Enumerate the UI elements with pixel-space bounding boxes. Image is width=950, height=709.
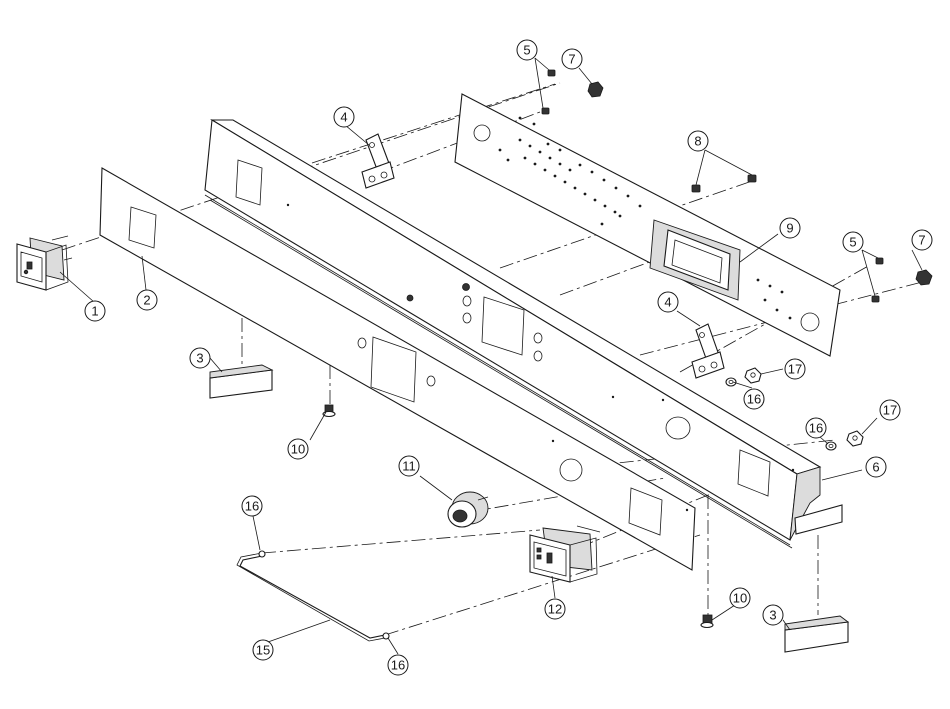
circuit-board: [454, 93, 841, 357]
screw-5-top-a: [547, 69, 556, 77]
front-bracket: [204, 119, 843, 549]
washer-16-right: [825, 441, 837, 451]
callout-15: 15: [252, 639, 274, 661]
washer-16-mid: [725, 377, 737, 387]
callout-6: 6: [865, 456, 887, 478]
callout-2-label: 2: [143, 293, 150, 308]
screw-5-top-b: [541, 107, 550, 115]
wire-rod: [236, 550, 390, 642]
callout-10-left: 10: [287, 438, 309, 460]
nut-17-right: [846, 430, 864, 447]
push-button: [447, 491, 489, 528]
callout-16-mid-label: 16: [747, 392, 761, 407]
callout-6-label: 6: [872, 460, 879, 475]
callout-5-right-label: 5: [849, 235, 856, 250]
nut-7-top: [587, 81, 604, 98]
leader-lines: [59, 57, 923, 655]
callout-3-left-label: 3: [196, 351, 203, 366]
callout-5-top: 5: [516, 39, 538, 61]
callout-15-label: 15: [256, 643, 270, 658]
nut-7-right: [915, 269, 933, 286]
screw-5-right-a: [875, 257, 884, 265]
callout-4-top: 4: [333, 106, 355, 128]
callout-10-left-label: 10: [291, 442, 305, 457]
board-display-module: [649, 219, 741, 301]
callout-3-right-label: 3: [769, 608, 776, 623]
callout-3-left: 3: [189, 347, 211, 369]
rocker-switch-left: [16, 235, 73, 291]
callout-5-top-label: 5: [523, 43, 530, 58]
callout-10-right-label: 10: [733, 591, 747, 606]
screw-8-a: [691, 184, 701, 193]
callout-7-top-label: 7: [568, 52, 575, 67]
callout-4-top-label: 4: [340, 110, 347, 125]
callout-3-right: 3: [762, 604, 784, 626]
screw-5-right-b: [871, 295, 880, 303]
callout-16-right: 16: [805, 417, 827, 439]
callout-16-left-top: 16: [241, 495, 263, 517]
hinge-bracket-top: [361, 133, 395, 189]
screw-8-b: [747, 174, 757, 183]
callout-17-right-label: 17: [883, 403, 897, 418]
callout-4-bottom: 4: [657, 291, 679, 313]
callout-17-mid: 17: [784, 358, 806, 380]
callout-7-top: 7: [561, 48, 583, 70]
rocker-switch-bottom: [529, 525, 601, 583]
callout-7-right: 7: [911, 229, 933, 251]
hinge-bracket-bottom: [691, 323, 725, 379]
callout-17-right: 17: [879, 399, 901, 421]
foot-pad-right: [784, 615, 850, 653]
callout-16-left-top-label: 16: [245, 499, 259, 514]
board-component-dots: [498, 116, 792, 320]
callout-16-right-label: 16: [809, 421, 823, 436]
callout-8: 8: [687, 130, 709, 152]
callout-1-label: 1: [91, 304, 98, 319]
callout-17-mid-label: 17: [788, 362, 802, 377]
callout-12: 12: [544, 598, 566, 620]
nut-17-mid: [744, 367, 762, 384]
front-label-panel: [99, 167, 696, 571]
foot-pad-left: [209, 364, 274, 399]
callout-16-left-bottom: 16: [387, 654, 409, 676]
callout-16-mid: 16: [743, 388, 765, 410]
callout-9: 9: [779, 217, 801, 239]
callout-16-left-bottom-label: 16: [391, 658, 405, 673]
callout-11: 11: [398, 455, 420, 477]
callout-11-label: 11: [402, 459, 416, 474]
callout-1: 1: [84, 300, 106, 322]
callout-10-right: 10: [729, 587, 751, 609]
callout-7-right-label: 7: [918, 233, 925, 248]
callout-12-label: 12: [548, 602, 562, 617]
screw-10-right: [700, 614, 714, 629]
callout-4-bottom-label: 4: [664, 295, 671, 310]
callout-8-label: 8: [694, 134, 701, 149]
callout-2: 2: [136, 289, 158, 311]
callout-9-label: 9: [786, 221, 793, 236]
callout-5-right: 5: [842, 231, 864, 253]
